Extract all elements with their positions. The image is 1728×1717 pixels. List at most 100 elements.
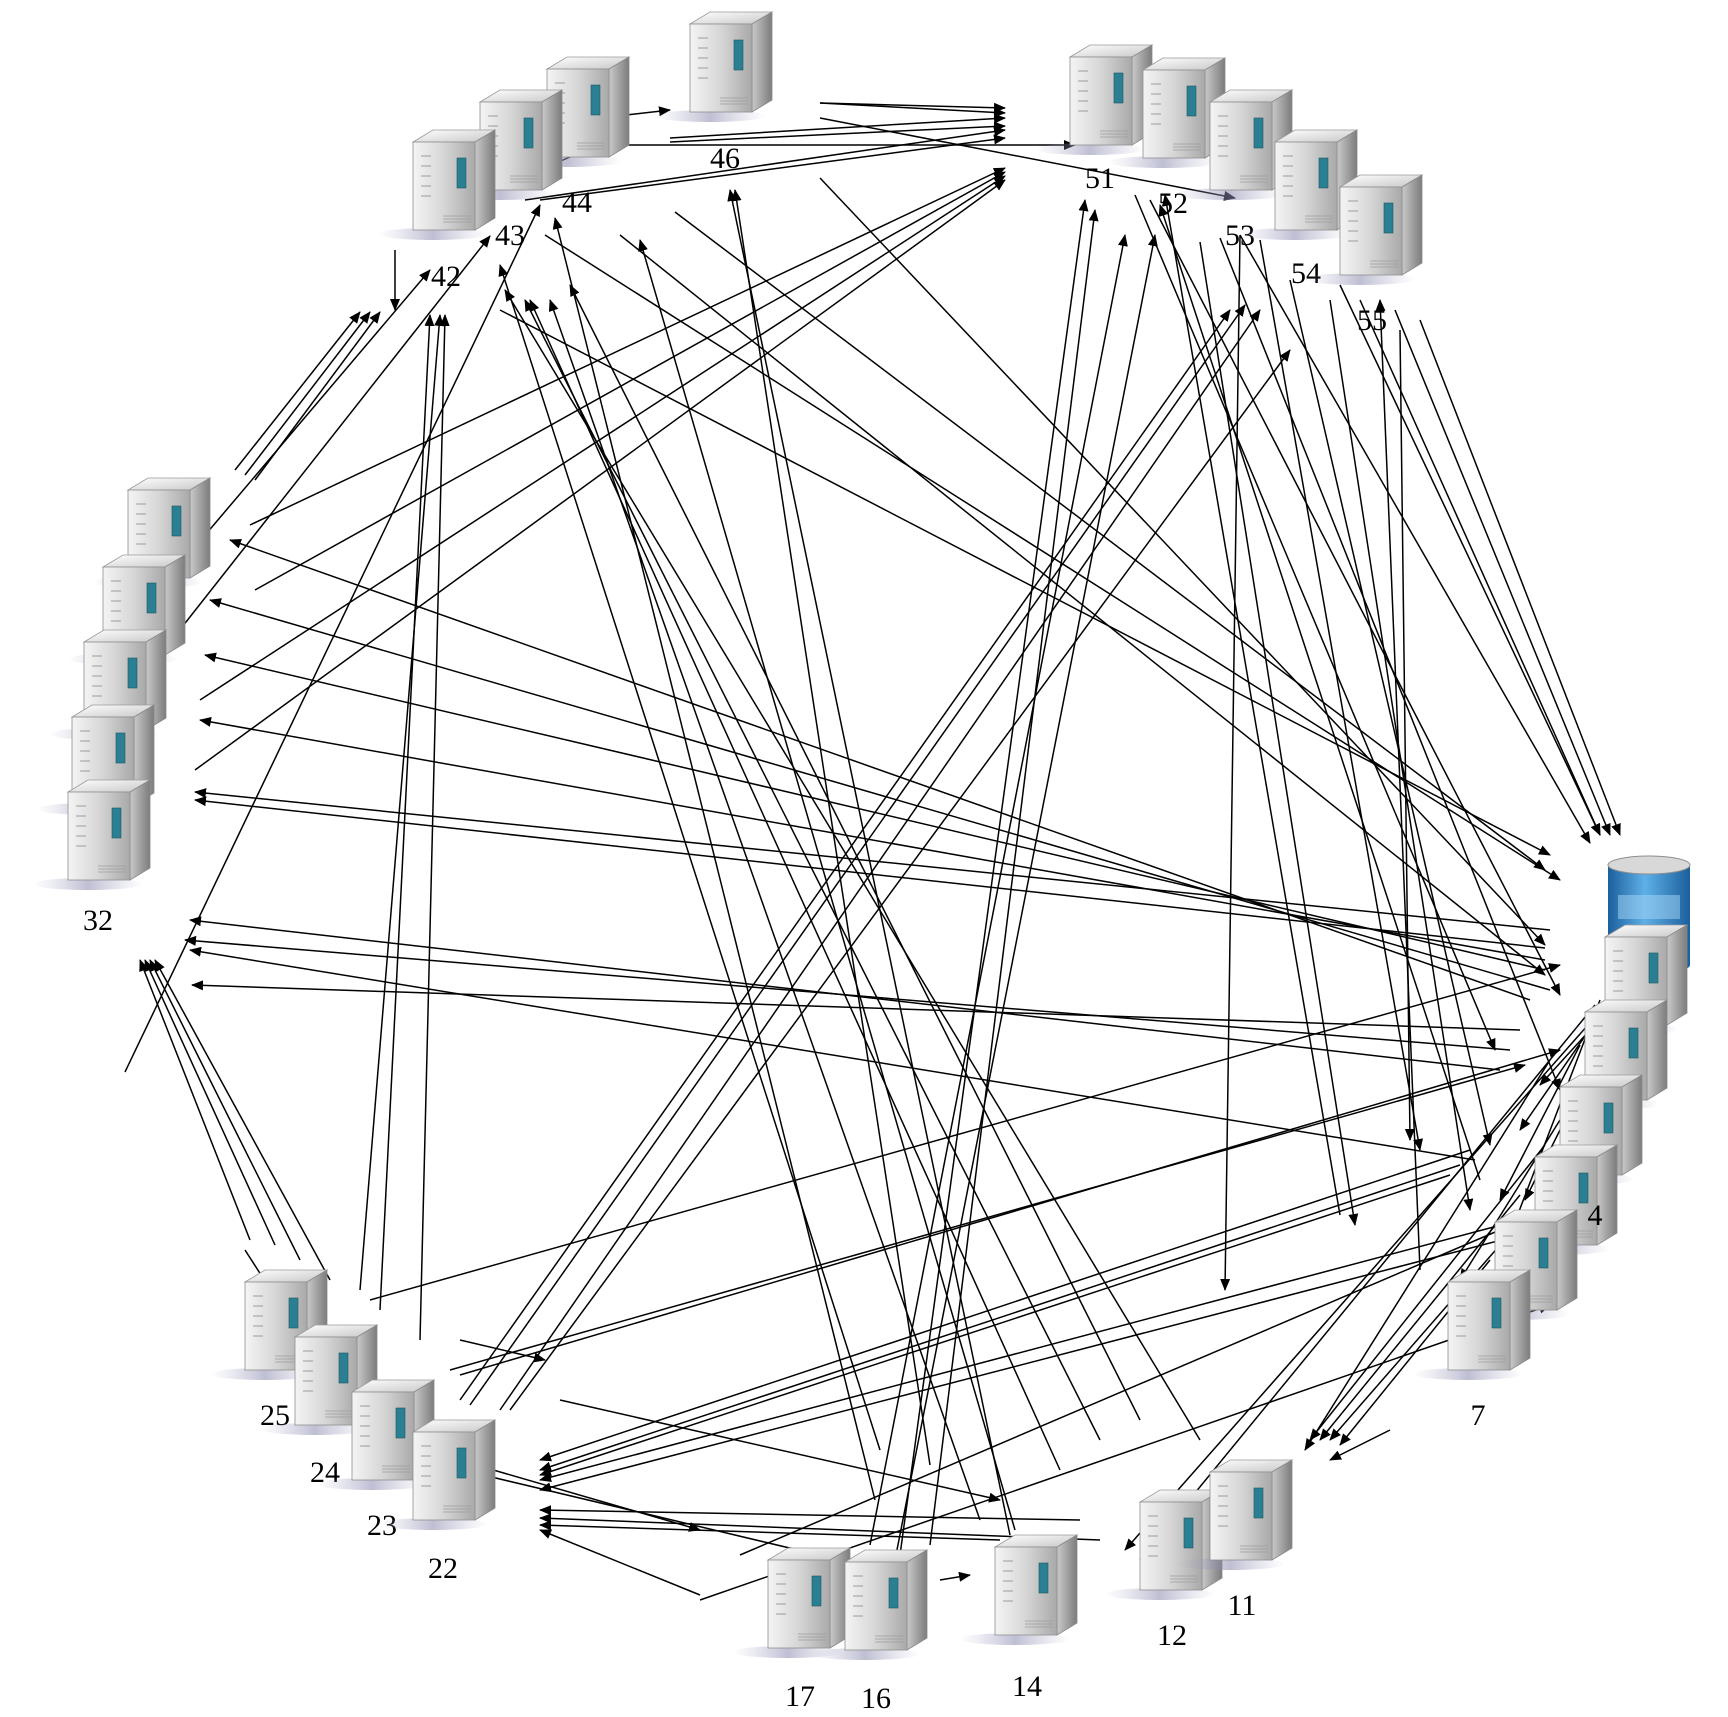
- server-node: 17: [733, 1547, 852, 1713]
- connection-edge: [1239, 234, 1591, 844]
- server-tower-icon: [378, 1419, 497, 1530]
- server-node: 22: [378, 1419, 497, 1585]
- server-tower-icon: [960, 1534, 1079, 1645]
- connection-edge: [1259, 239, 1424, 1151]
- connection-edge: [459, 1339, 546, 1363]
- connection-edge: [234, 311, 361, 471]
- connection-edge: [1158, 204, 1481, 1181]
- connection-edge: [244, 311, 371, 476]
- server-tower-icon: [1105, 1489, 1224, 1600]
- connection-edge: [1339, 284, 1601, 836]
- connection-edge: [469, 304, 1246, 1406]
- connection-edge: [369, 963, 1561, 1301]
- node-label: 51: [1085, 162, 1115, 195]
- connection-edge: [1304, 1059, 1551, 1451]
- connection-edge: [199, 175, 1006, 701]
- connection-edge: [1220, 234, 1241, 1291]
- node-label: 4: [1588, 1199, 1603, 1232]
- connection-edge: [209, 598, 1551, 991]
- node-label: 17: [785, 1680, 815, 1713]
- connection-edge: [1289, 279, 1493, 1146]
- server-tower-icon: [1413, 1269, 1532, 1380]
- connection-edge: [524, 126, 1006, 201]
- connection-edge: [359, 314, 445, 1291]
- connection-edge: [819, 102, 1006, 113]
- connection-edge: [539, 1505, 1081, 1521]
- connection-edge: [1139, 1004, 1596, 1561]
- connection-edge: [539, 1229, 1541, 1493]
- server-tower-icon: [1035, 44, 1154, 155]
- connection-edge: [1459, 1119, 1561, 1281]
- node-label: 42: [431, 260, 461, 293]
- connection-edge: [379, 314, 435, 1311]
- connection-edge: [1399, 329, 1415, 1141]
- connection-edge: [194, 179, 1006, 771]
- connection-edge: [139, 959, 251, 1241]
- connection-edge: [539, 1174, 1451, 1477]
- connection-edge: [159, 235, 491, 656]
- server-tower-icon: [733, 1547, 852, 1658]
- connection-edge: [539, 1513, 1101, 1541]
- connection-edge: [548, 299, 981, 1521]
- node-label: 46: [710, 142, 740, 175]
- node-label: 14: [1012, 1670, 1042, 1703]
- server-tower-icon: [33, 779, 152, 890]
- connection-edge: [727, 189, 1011, 1536]
- connection-edge: [529, 299, 1061, 1471]
- connection-edges: [124, 102, 1621, 1601]
- connection-edge: [1124, 999, 1611, 1551]
- connection-edge: [459, 309, 1231, 1401]
- connection-edge: [1319, 1194, 1521, 1441]
- node-label: 16: [861, 1682, 891, 1715]
- connection-edge: [124, 204, 541, 1073]
- server-node: 12: [1105, 1489, 1224, 1652]
- connection-edge: [1199, 241, 1359, 1226]
- connection-edge: [194, 796, 1546, 949]
- connection-edge: [539, 1520, 1001, 1541]
- server-node: 51: [1035, 44, 1154, 195]
- connection-edge: [1375, 299, 1421, 1271]
- connection-edge: [539, 1529, 701, 1596]
- connection-edge: [819, 177, 1546, 946]
- connection-edge: [739, 1199, 1571, 1556]
- server-tower-icon: [378, 129, 497, 240]
- server-tower-icon: [1305, 174, 1424, 285]
- server-node: 7: [1413, 1269, 1532, 1432]
- connection-edge: [1419, 319, 1621, 836]
- node-label: 54: [1291, 257, 1321, 290]
- connection-edge: [1219, 237, 1561, 1091]
- connection-edge: [229, 538, 1531, 1001]
- connection-edge: [559, 1399, 1001, 1503]
- node-label: 44: [562, 186, 592, 219]
- connection-edge: [149, 959, 301, 1261]
- connection-edge: [819, 102, 1006, 118]
- node-label: 22: [428, 1552, 458, 1585]
- connection-edge: [731, 189, 931, 1466]
- node-label: 32: [83, 904, 113, 937]
- connection-edge: [499, 309, 1261, 1411]
- server-tower-icon: [1175, 1459, 1294, 1570]
- connection-edge: [539, 1164, 1461, 1472]
- connection-edge: [199, 717, 1546, 961]
- connection-edge: [204, 652, 1546, 971]
- connection-edge: [539, 134, 1006, 201]
- connection-edge: [509, 349, 1291, 1411]
- connection-edge: [191, 980, 1521, 1031]
- server-node: 42: [378, 129, 497, 293]
- connection-edge: [1394, 309, 1611, 836]
- server-tower-icon: [810, 1549, 929, 1660]
- server-node: 46: [655, 11, 774, 175]
- connection-edge: [569, 284, 1141, 1421]
- connection-edge: [1539, 1029, 1591, 1086]
- connection-edge: [498, 264, 881, 1451]
- node-label: 43: [495, 219, 525, 252]
- connection-edge: [552, 217, 876, 1501]
- connection-edge: [674, 211, 1546, 871]
- connection-edge: [894, 234, 1158, 1561]
- connection-edge: [819, 117, 1236, 201]
- connection-edge: [194, 788, 1551, 931]
- connection-edge: [189, 946, 1476, 1161]
- server-node: 16: [810, 1549, 929, 1715]
- server-tower-icon: [655, 11, 774, 122]
